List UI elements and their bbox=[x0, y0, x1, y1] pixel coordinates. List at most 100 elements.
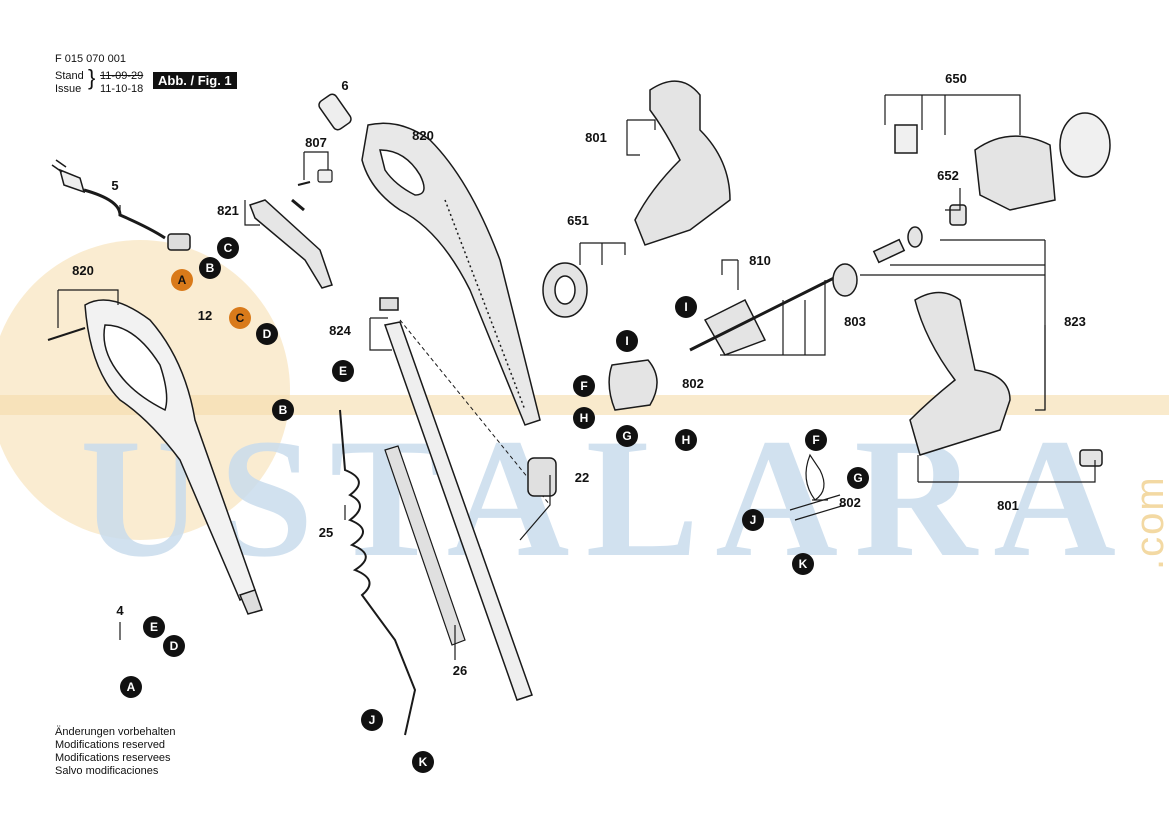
connector-markers: C B A C D E B E D A J K I F H G I H F G … bbox=[120, 237, 869, 773]
lever bbox=[249, 198, 333, 289]
svg-text:K: K bbox=[799, 557, 808, 571]
footer-note: Modifications reservees bbox=[55, 752, 171, 764]
connector-i: I bbox=[616, 330, 638, 352]
part-label: 6 bbox=[341, 78, 348, 93]
part-label: 810 bbox=[749, 253, 771, 268]
footer-note: Änderungen vorbehalten bbox=[55, 726, 176, 738]
svg-text:B: B bbox=[279, 403, 288, 417]
footer-note: Salvo modificaciones bbox=[55, 765, 159, 777]
figure-label: Abb. / Fig. 1 bbox=[153, 72, 237, 89]
cap-6 bbox=[318, 93, 352, 131]
svg-text:D: D bbox=[170, 639, 179, 653]
mains-plug bbox=[51, 159, 166, 240]
svg-text:G: G bbox=[622, 429, 631, 443]
svg-text:J: J bbox=[750, 513, 757, 527]
part-label: 650 bbox=[945, 71, 967, 86]
connector-b: B bbox=[272, 399, 294, 421]
part-label: 5 bbox=[111, 178, 118, 193]
svg-text:I: I bbox=[625, 334, 628, 348]
handle-left bbox=[84, 299, 263, 615]
part-label: 25 bbox=[319, 525, 333, 540]
svg-text:J: J bbox=[369, 713, 376, 727]
housing-801-top bbox=[634, 80, 731, 246]
part-label: 22 bbox=[575, 470, 589, 485]
connector-j: J bbox=[742, 509, 764, 531]
part-label: 801 bbox=[585, 130, 607, 145]
part-label: 807 bbox=[305, 135, 327, 150]
connector-e: E bbox=[332, 360, 354, 382]
svg-text:G: G bbox=[853, 471, 862, 485]
svg-text:A: A bbox=[127, 680, 136, 694]
svg-text:F: F bbox=[812, 433, 819, 447]
part-labels: 820 5 821 807 6 820 12 824 22 25 26 4 80… bbox=[72, 71, 1086, 678]
part-label: 651 bbox=[567, 213, 589, 228]
part-label: 824 bbox=[329, 323, 351, 338]
assembly-line bbox=[399, 319, 551, 506]
part-label: 820 bbox=[412, 128, 434, 143]
part-label: 802 bbox=[839, 495, 861, 510]
svg-text:K: K bbox=[419, 755, 428, 769]
svg-text:C: C bbox=[236, 311, 245, 325]
connector-g: G bbox=[616, 425, 638, 447]
connector-b: B bbox=[199, 257, 221, 279]
issue-date: 11-10-18 bbox=[100, 83, 144, 95]
armature bbox=[689, 268, 851, 356]
svg-text:F: F bbox=[580, 379, 587, 393]
tube bbox=[379, 297, 533, 701]
connector-k: K bbox=[792, 553, 814, 575]
spiral-cable bbox=[339, 409, 417, 736]
housing-801-bottom bbox=[909, 291, 1103, 467]
stand-label: Stand bbox=[55, 70, 84, 82]
document-number: F 015 070 001 bbox=[55, 53, 126, 65]
connector-c: C bbox=[217, 237, 239, 259]
part-label: 821 bbox=[217, 203, 239, 218]
hose bbox=[384, 445, 466, 646]
connector-d: D bbox=[163, 635, 185, 657]
connector-e: E bbox=[143, 616, 165, 638]
latch-807 bbox=[297, 169, 333, 186]
cable-clamp bbox=[167, 233, 191, 251]
gear-cover bbox=[894, 112, 1111, 211]
connector-f: F bbox=[805, 429, 827, 451]
connector-j: J bbox=[361, 709, 383, 731]
nozzle-22 bbox=[527, 457, 557, 497]
svg-text:E: E bbox=[339, 364, 347, 378]
connector-g: G bbox=[847, 467, 869, 489]
part-label: 823 bbox=[1064, 314, 1086, 329]
svg-text:I: I bbox=[684, 300, 687, 314]
footer-note: Modifications reserved bbox=[55, 739, 166, 751]
stand-date: 11-09-29 bbox=[100, 70, 144, 82]
part-label: 801 bbox=[997, 498, 1019, 513]
screw bbox=[47, 327, 86, 341]
svg-text:E: E bbox=[150, 620, 158, 634]
connector-h: H bbox=[675, 429, 697, 451]
leader-lines bbox=[57, 94, 1096, 660]
wheel bbox=[542, 262, 588, 318]
part-label: 26 bbox=[453, 663, 467, 678]
gear-train bbox=[832, 204, 967, 297]
part-label: 4 bbox=[116, 603, 124, 618]
svg-text:A: A bbox=[178, 273, 187, 287]
connector-i: I bbox=[675, 296, 697, 318]
connector-f: F bbox=[573, 375, 595, 397]
svg-text:B: B bbox=[206, 261, 215, 275]
handle-upper bbox=[361, 122, 541, 426]
connector-a: A bbox=[120, 676, 142, 698]
brace: } bbox=[88, 65, 96, 90]
connector-c: C bbox=[229, 307, 251, 329]
connector-h: H bbox=[573, 407, 595, 429]
part-label: 803 bbox=[844, 314, 866, 329]
stator-802 bbox=[608, 359, 658, 411]
watermark-suffix: .com bbox=[1128, 475, 1169, 570]
issue-label: Issue bbox=[55, 83, 82, 95]
svg-text:D: D bbox=[263, 327, 272, 341]
svg-text:H: H bbox=[682, 433, 691, 447]
connector-a: A bbox=[171, 269, 193, 291]
part-label: 820 bbox=[72, 263, 94, 278]
connector-k: K bbox=[412, 751, 434, 773]
connector-d: D bbox=[256, 323, 278, 345]
svg-text:C: C bbox=[224, 241, 233, 255]
part-label: 802 bbox=[682, 376, 704, 391]
svg-text:H: H bbox=[580, 411, 589, 425]
